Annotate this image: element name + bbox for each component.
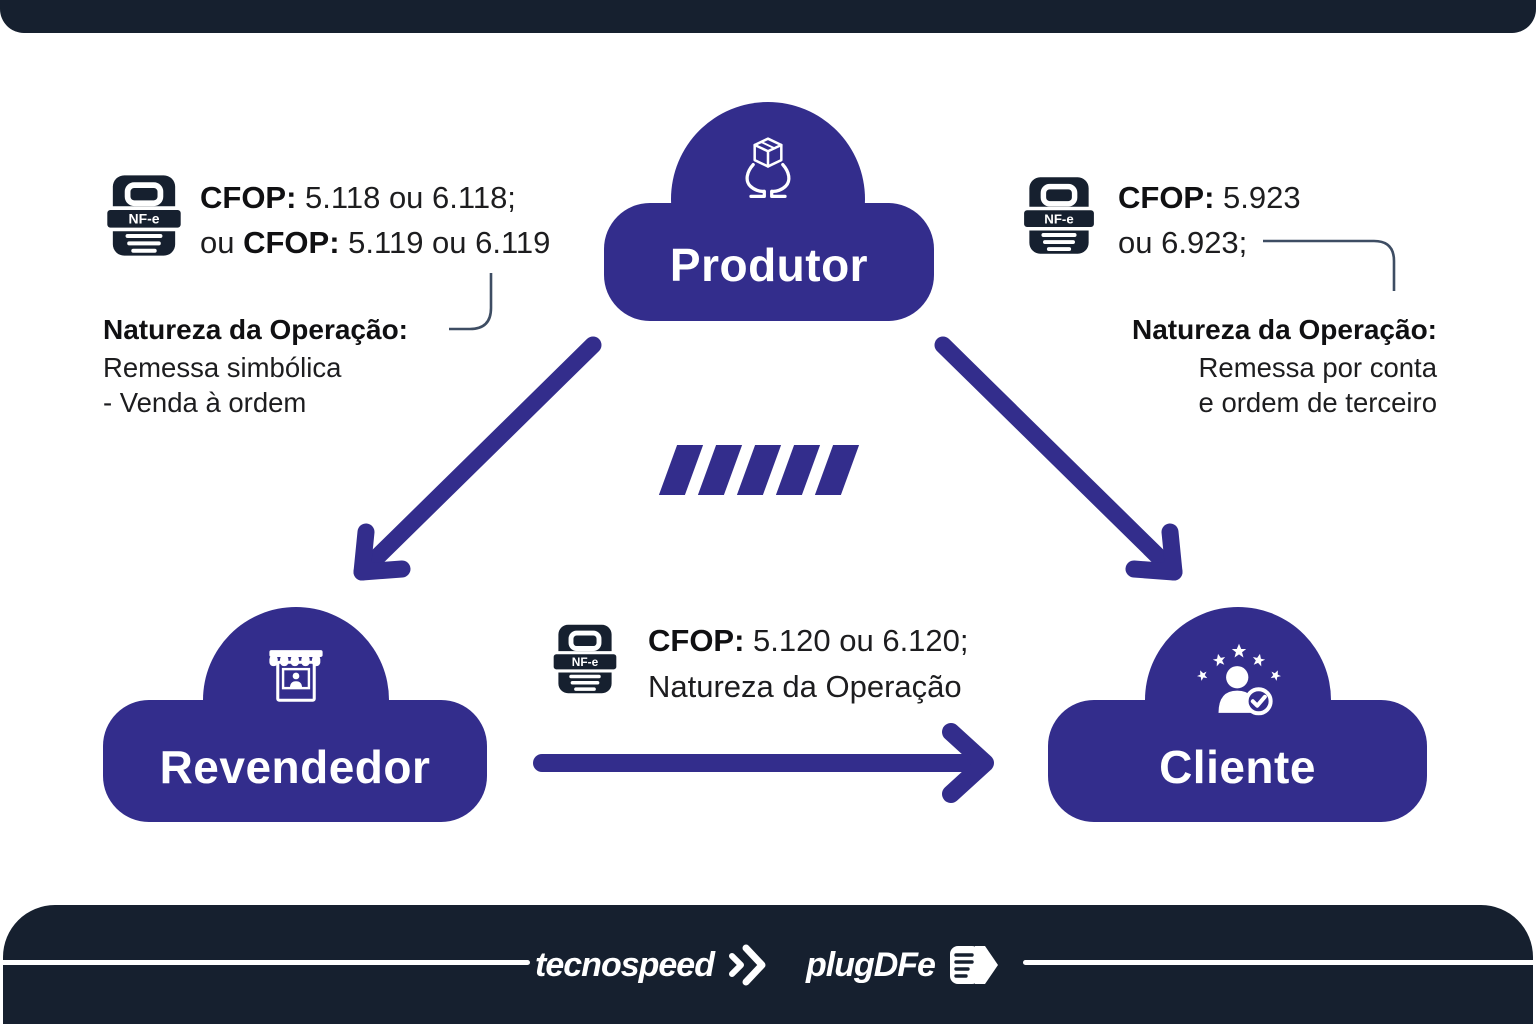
cliente-node-body [1048,700,1427,822]
cfop-text-left: CFOP: 5.118 ou 6.118; ou CFOP: 5.119 ou … [200,175,550,265]
cfop-value: 5.120 ou 6.120; [744,623,969,658]
nature-title: Natureza da Operação: [103,314,408,345]
nature-line: e ordem de terceiro [1198,387,1437,418]
stripe [736,445,782,495]
footer-divider-left [0,960,530,965]
storefront-icon [269,650,323,702]
cfop-line-1: CFOP: 5.120 ou 6.120; [648,618,969,664]
cfop-value: 5.118 ou 6.118; [296,180,516,215]
cfop-line-1: CFOP: 5.118 ou 6.118; [200,175,550,220]
cfop-prefix: ou [200,225,244,260]
nature-line: - Venda à ordem [103,387,307,418]
double-chevron-icon [728,944,766,986]
tecnospeed-wordmark: tecnospeed [535,945,715,984]
arrow-revendedor-cliente [533,723,994,803]
produtor-node-body [604,203,934,321]
revendedor-node-body [103,700,487,822]
cfop-text-middle: CFOP: 5.120 ou 6.120; Natureza da Operaç… [648,618,969,710]
nature-block-right: Natureza da Operação: Remessa por conta … [1035,310,1437,420]
document-arrow-icon [949,946,998,984]
connector-line-left [449,273,493,331]
cliente-node-label: Cliente [1159,741,1316,793]
nfe-invoice-icon-middle: NF-e [550,624,620,694]
tecnospeed-logo: tecnospeed [535,943,770,987]
cfop-line-2: ou 6.923; [1118,225,1248,260]
nfe-badge-label: NF-e [1044,211,1073,226]
plugdfe-wordmark: plugDFe [805,945,936,984]
nature-line: Remessa simbólica [103,352,342,383]
plugdfe-logo: plugDFe [806,943,1001,987]
cfop-text-right: CFOP: 5.923 ou 6.923; [1118,175,1301,265]
produtor-node-label: Produtor [669,239,869,291]
nature-title: Natureza da Operação: [1132,314,1437,345]
hands-holding-box-icon [745,137,791,199]
cfop-label: CFOP: [200,180,297,215]
top-bar [0,0,1536,33]
stripe [814,445,860,495]
cfop-label: CFOP: [243,225,340,260]
nature-line: Remessa por conta [1198,352,1437,383]
footer-logos: tecnospeed plugDFe [0,936,1536,994]
stripe [697,445,743,495]
nature-block-left: Natureza da Operação: Remessa simbólica … [103,310,408,420]
nfe-badge-label: NF-e [129,211,160,227]
nfe-invoice-icon-left: NF-e [103,175,185,256]
nfe-invoice-icon-right: NF-e [1020,177,1098,254]
hazard-stripes [658,445,860,495]
cfop-value: 5.119 ou 6.119 [339,225,551,260]
footer-divider-right [1023,960,1536,965]
cfop-line-1: CFOP: 5.923 [1118,175,1301,220]
cfop-label: CFOP: [1118,180,1215,215]
cfop-value: 5.923 [1214,180,1301,215]
nfe-badge-label: NF-e [572,655,599,669]
cfop-line-2: ou CFOP: 5.119 ou 6.119 [200,220,550,265]
customer-rating-icon [1196,643,1282,716]
stripe [658,445,704,495]
cfop-label: CFOP: [648,623,745,658]
nature-line: Natureza da Operação [648,669,962,704]
revendedor-node-label: Revendedor [159,741,431,793]
stripe [775,445,821,495]
